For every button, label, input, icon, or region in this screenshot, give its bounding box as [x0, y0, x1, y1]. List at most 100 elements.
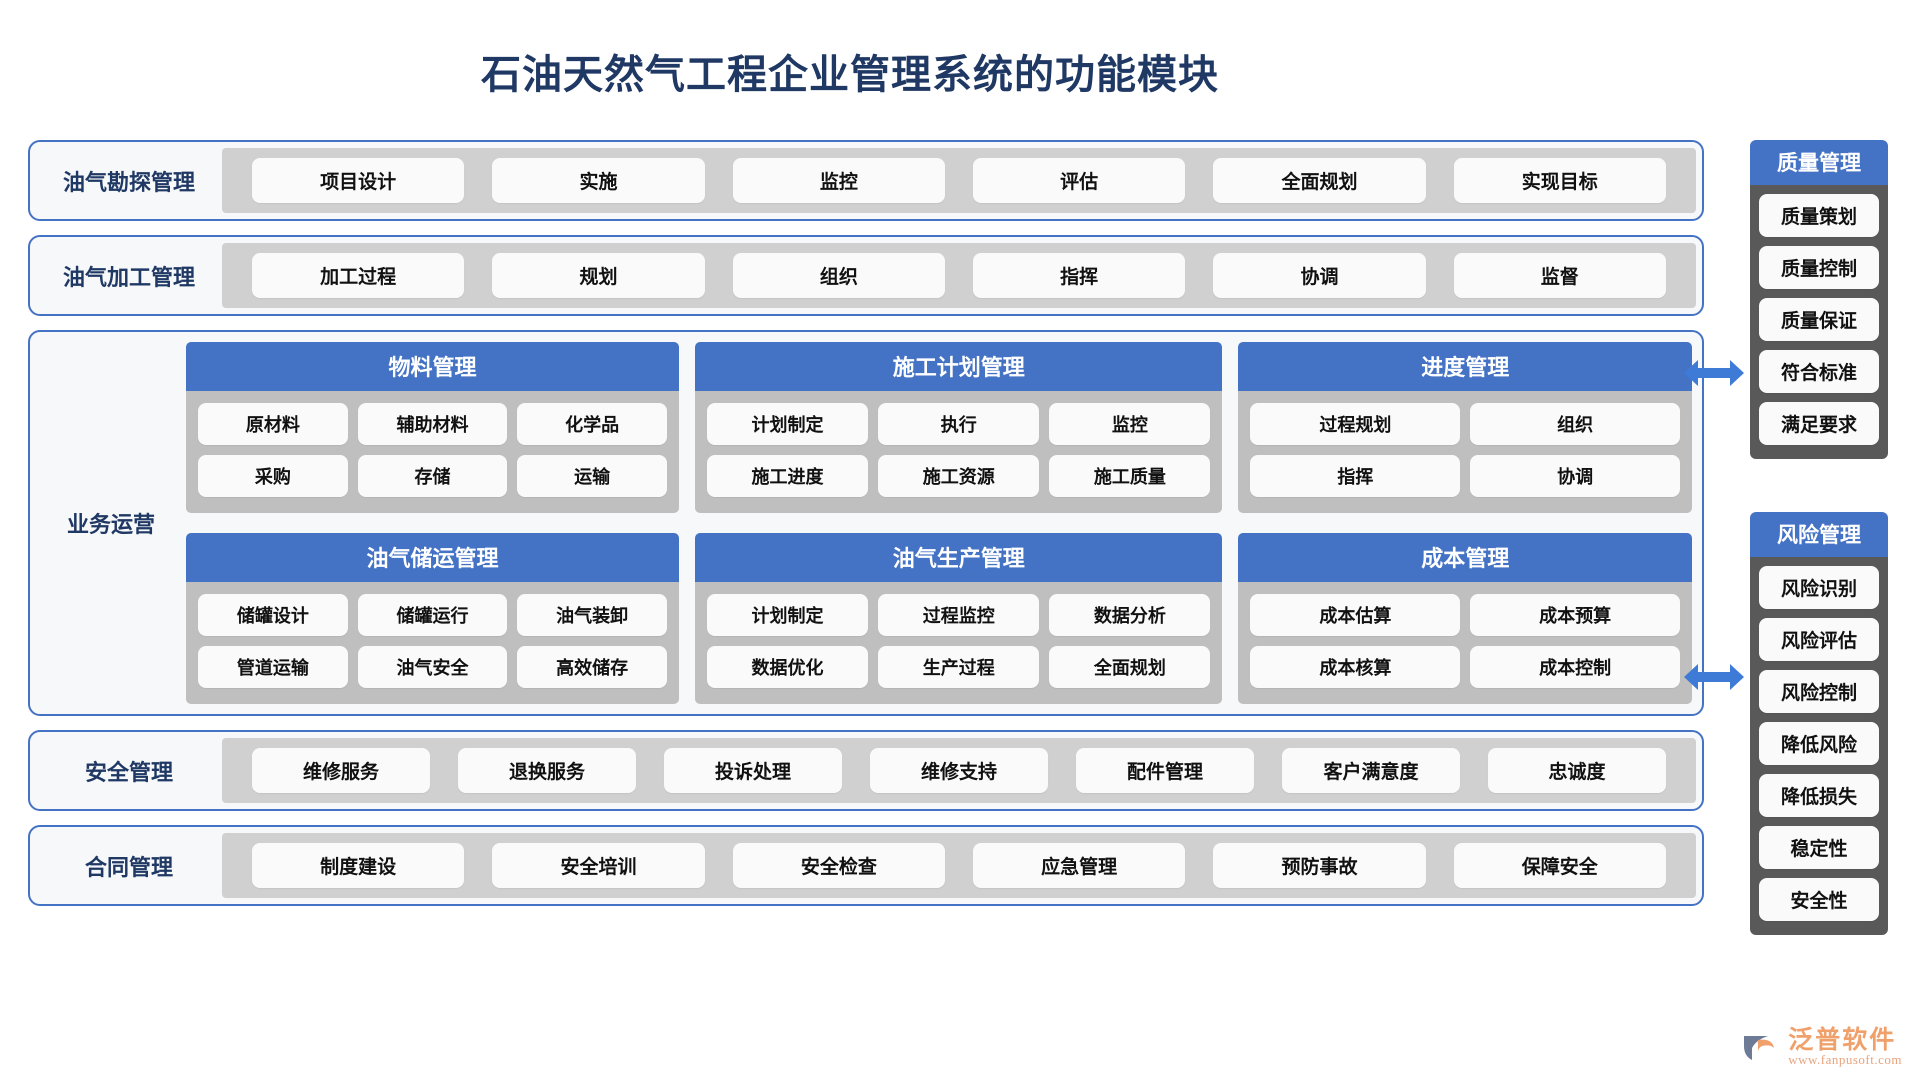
card-item[interactable]: 监控 — [1049, 403, 1211, 445]
band-item[interactable]: 指挥 — [972, 253, 1186, 298]
card-item[interactable]: 油气安全 — [357, 646, 508, 688]
band-exploration[interactable]: 油气勘探管理 项目设计 实施 监控 评估 全面规划 实现目标 — [28, 140, 1704, 221]
band-item[interactable]: 保障安全 — [1453, 843, 1666, 888]
card-title: 油气生产管理 — [694, 533, 1223, 582]
sidebar-item[interactable]: 质量保证 — [1759, 298, 1879, 341]
brand-logo: 泛普软件 www.fanpusoft.com — [1738, 1026, 1902, 1068]
sidebar-item[interactable]: 风险评估 — [1759, 618, 1879, 661]
main-column: 油气勘探管理 项目设计 实施 监控 评估 全面规划 实现目标 油气加工管理 加工… — [28, 140, 1704, 920]
card-item[interactable]: 过程监控 — [878, 594, 1040, 636]
band-item[interactable]: 实施 — [492, 158, 705, 203]
card-item[interactable]: 施工质量 — [1049, 455, 1211, 497]
band-label: 安全管理 — [84, 759, 173, 785]
card-item[interactable]: 成本控制 — [1470, 646, 1680, 688]
band-item[interactable]: 安全检查 — [732, 843, 945, 888]
double-arrow-icon — [1684, 356, 1744, 390]
band-item[interactable]: 应急管理 — [972, 843, 1186, 888]
card-item[interactable]: 计划制定 — [706, 594, 869, 636]
sidebar-item[interactable]: 质量策划 — [1759, 194, 1879, 237]
band-item[interactable]: 维修服务 — [252, 748, 430, 793]
card-item[interactable]: 执行 — [878, 403, 1040, 445]
card-cost-management[interactable]: 成本管理 成本估算 成本预算 成本核算 成本控制 — [1238, 533, 1692, 704]
band-strip: 项目设计 实施 监控 评估 全面规划 实现目标 — [222, 148, 1696, 213]
band-item[interactable]: 组织 — [732, 253, 945, 298]
sidebar-quality-management[interactable]: 质量管理 质量策划 质量控制 质量保证 符合标准 满足要求 — [1750, 140, 1888, 459]
band-item[interactable]: 投诉处理 — [664, 748, 842, 793]
sidebar-item[interactable]: 风险控制 — [1759, 670, 1879, 713]
band-label: 油气勘探管理 — [62, 169, 195, 195]
sidebar-body: 风险识别 风险评估 风险控制 降低风险 降低损失 稳定性 安全性 — [1750, 557, 1888, 935]
band-item[interactable]: 协调 — [1213, 253, 1426, 298]
card-item[interactable]: 组织 — [1470, 403, 1680, 445]
band-item[interactable]: 安全培训 — [492, 843, 705, 888]
band-item[interactable]: 制度建设 — [252, 843, 465, 888]
band-processing[interactable]: 油气加工管理 加工过程 规划 组织 指挥 协调 监督 — [28, 235, 1704, 316]
card-item[interactable]: 化学品 — [517, 403, 667, 445]
sidebar-item[interactable]: 稳定性 — [1759, 826, 1879, 869]
card-material-management[interactable]: 物料管理 原材料 辅助材料 化学品 采购 存储 运输 — [186, 342, 679, 513]
card-item[interactable]: 生产过程 — [878, 646, 1040, 688]
card-body: 计划制定 过程监控 数据分析 数据优化 生产过程 全面规划 — [694, 582, 1223, 704]
card-item[interactable]: 数据分析 — [1049, 594, 1211, 636]
card-title: 物料管理 — [186, 342, 679, 391]
band-item[interactable]: 全面规划 — [1213, 158, 1426, 203]
card-item[interactable]: 施工资源 — [878, 455, 1040, 497]
sidebar-item[interactable]: 质量控制 — [1759, 246, 1879, 289]
card-progress-management[interactable]: 进度管理 过程规划 组织 指挥 协调 — [1238, 342, 1692, 513]
card-item[interactable]: 计划制定 — [706, 403, 869, 445]
card-title: 成本管理 — [1238, 533, 1692, 582]
card-item[interactable]: 成本估算 — [1250, 594, 1461, 636]
logo-name: 泛普软件 — [1788, 1026, 1897, 1055]
double-arrow-icon — [1684, 660, 1744, 694]
card-item[interactable]: 存储 — [357, 455, 508, 497]
card-item[interactable]: 辅助材料 — [357, 403, 508, 445]
card-production-management[interactable]: 油气生产管理 计划制定 过程监控 数据分析 数据优化 生产过程 全面规划 — [694, 533, 1223, 704]
card-item[interactable]: 管道运输 — [198, 646, 348, 688]
sidebar-item[interactable]: 符合标准 — [1759, 350, 1879, 393]
card-item[interactable]: 施工进度 — [706, 455, 869, 497]
band-item[interactable]: 监督 — [1453, 253, 1666, 298]
card-item[interactable]: 全面规划 — [1049, 646, 1211, 688]
band-label: 油气加工管理 — [62, 264, 195, 290]
band-item[interactable]: 预防事故 — [1213, 843, 1426, 888]
sidebar-item[interactable]: 降低损失 — [1759, 774, 1879, 817]
card-storage-transport-management[interactable]: 油气储运管理 储罐设计 储罐运行 油气装卸 管道运输 油气安全 高效储存 — [186, 533, 679, 704]
band-item[interactable]: 规划 — [492, 253, 705, 298]
band-strip: 维修服务 退换服务 投诉处理 维修支持 配件管理 客户满意度 忠诚度 — [222, 738, 1696, 803]
card-item[interactable]: 高效储存 — [517, 646, 667, 688]
band-item[interactable]: 监控 — [732, 158, 945, 203]
band-item[interactable]: 评估 — [972, 158, 1186, 203]
band-item[interactable]: 维修支持 — [870, 748, 1048, 793]
card-item[interactable]: 过程规划 — [1250, 403, 1461, 445]
operations-grid: 物料管理 原材料 辅助材料 化学品 采购 存储 运输 施工计划管理 计划制定 执… — [186, 342, 1692, 704]
card-body: 储罐设计 储罐运行 油气装卸 管道运输 油气安全 高效储存 — [186, 582, 679, 704]
card-item[interactable]: 运输 — [517, 455, 667, 497]
card-item[interactable]: 原材料 — [198, 403, 348, 445]
card-item[interactable]: 油气装卸 — [517, 594, 667, 636]
card-item[interactable]: 储罐运行 — [357, 594, 508, 636]
card-item[interactable]: 数据优化 — [706, 646, 869, 688]
card-item[interactable]: 储罐设计 — [198, 594, 348, 636]
sidebar-item[interactable]: 风险识别 — [1759, 566, 1879, 609]
sidebar-risk-management[interactable]: 风险管理 风险识别 风险评估 风险控制 降低风险 降低损失 稳定性 安全性 — [1750, 512, 1888, 935]
band-item[interactable]: 加工过程 — [252, 253, 465, 298]
card-body: 原材料 辅助材料 化学品 采购 存储 运输 — [186, 391, 679, 513]
band-item[interactable]: 项目设计 — [252, 158, 465, 203]
band-item[interactable]: 实现目标 — [1453, 158, 1666, 203]
sidebar-item[interactable]: 降低风险 — [1759, 722, 1879, 765]
sidebar-item[interactable]: 满足要求 — [1759, 402, 1879, 445]
card-item[interactable]: 采购 — [198, 455, 348, 497]
card-title: 施工计划管理 — [694, 342, 1223, 391]
band-item[interactable]: 客户满意度 — [1282, 748, 1460, 793]
card-item[interactable]: 指挥 — [1250, 455, 1461, 497]
card-construction-plan-management[interactable]: 施工计划管理 计划制定 执行 监控 施工进度 施工资源 施工质量 — [694, 342, 1223, 513]
band-contract-management[interactable]: 合同管理 制度建设 安全培训 安全检查 应急管理 预防事故 保障安全 — [28, 825, 1704, 906]
band-item[interactable]: 配件管理 — [1076, 748, 1254, 793]
band-safety-management[interactable]: 安全管理 维修服务 退换服务 投诉处理 维修支持 配件管理 客户满意度 忠诚度 — [28, 730, 1704, 811]
sidebar-item[interactable]: 安全性 — [1759, 878, 1879, 921]
card-item[interactable]: 成本核算 — [1250, 646, 1461, 688]
card-item[interactable]: 成本预算 — [1470, 594, 1680, 636]
band-item[interactable]: 忠诚度 — [1488, 748, 1666, 793]
band-item[interactable]: 退换服务 — [458, 748, 636, 793]
card-item[interactable]: 协调 — [1470, 455, 1680, 497]
